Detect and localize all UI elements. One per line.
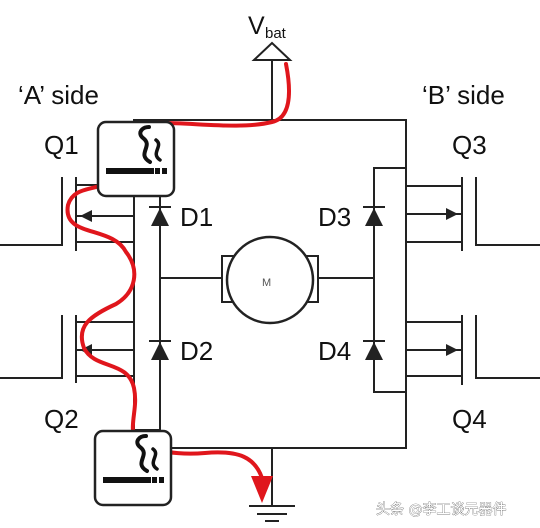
top-rail: [133, 119, 407, 169]
motor-label: M: [262, 277, 271, 289]
transistor-q4: [405, 315, 540, 385]
q4-label: Q4: [452, 404, 487, 434]
diode-d2: [149, 340, 171, 360]
watermark: 头条 @李工谈元器件: [376, 501, 506, 518]
supply-arrow-icon: [251, 41, 293, 61]
diode-d4: [363, 340, 385, 360]
vbat-subscript: bat: [265, 25, 287, 42]
supply-node: [251, 41, 293, 121]
d2-label: D2: [180, 336, 213, 366]
motor-icon: [221, 235, 319, 325]
bottom-rail: [133, 391, 407, 506]
side-b-label: ‘B’ side: [422, 80, 505, 110]
transistor-q1: [0, 177, 135, 251]
cigarette-icon: [106, 125, 167, 174]
d3-label: D3: [318, 202, 351, 232]
d1-label: D1: [180, 202, 213, 232]
q1-cigarette-box: [96, 120, 176, 198]
diode-d1: [149, 206, 171, 226]
diode-d3: [363, 206, 385, 226]
q3-label: Q3: [452, 130, 487, 160]
side-a-label: ‘A’ side: [18, 80, 99, 110]
d4-label: D4: [318, 336, 351, 366]
transistor-q2: [0, 315, 135, 383]
transistor-q3: [405, 177, 540, 251]
cigarette-icon: [103, 434, 164, 483]
current-arrow-icon: [251, 476, 273, 503]
q2-label: Q2: [44, 404, 79, 434]
q1-label: Q1: [44, 130, 79, 160]
q2-cigarette-box: [93, 429, 173, 507]
ground-icon: [249, 505, 295, 522]
vbat-label: V: [248, 12, 265, 40]
